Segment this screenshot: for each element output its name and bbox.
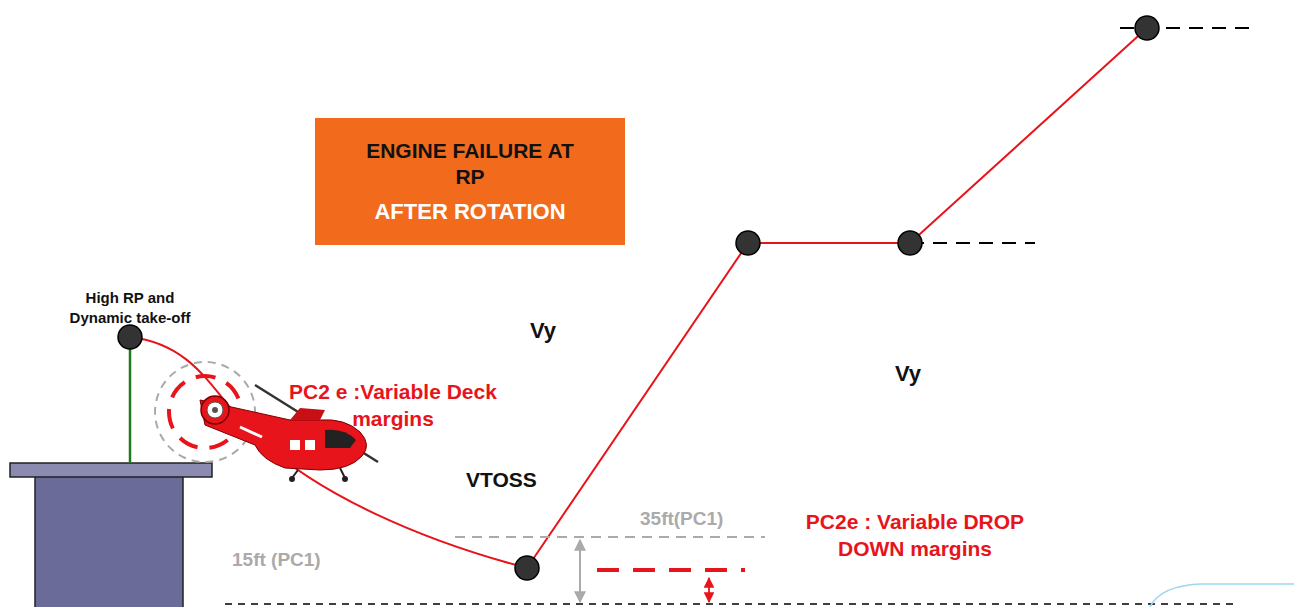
flight-path (130, 337, 527, 568)
helideck (10, 463, 212, 477)
level-dash (910, 242, 1035, 244)
event-box: ENGINE FAILURE AT RP AFTER ROTATION (315, 118, 625, 245)
drop-arrow (708, 578, 710, 602)
platform-leg (35, 476, 183, 607)
margin-note: PC2 e :Variable Deck margins (248, 378, 538, 433)
pc2e-height-line (597, 568, 745, 572)
speed-label: VTOSS (466, 466, 576, 493)
waypoint-dots (118, 16, 1159, 580)
rp-note: High RP and Dynamic take-off (55, 288, 205, 327)
speed-label: Vy (895, 360, 955, 389)
rotation-point-line (129, 337, 132, 463)
water-arc (1150, 584, 1294, 607)
pc1-height-line (455, 536, 765, 538)
speed-label: Vy (530, 317, 590, 346)
climb-path (527, 28, 1147, 568)
event-text: ENGINE FAILURE AT RP (363, 138, 578, 191)
margin-note: PC2e : Variable DROP DOWN margins (770, 508, 1060, 563)
height-label: 15ft (PC1) (232, 548, 362, 573)
height-label: 35ft(PC1) (640, 507, 770, 532)
event-text: AFTER ROTATION (325, 198, 615, 226)
sea-level (225, 603, 1235, 605)
height-arrow (579, 540, 581, 602)
